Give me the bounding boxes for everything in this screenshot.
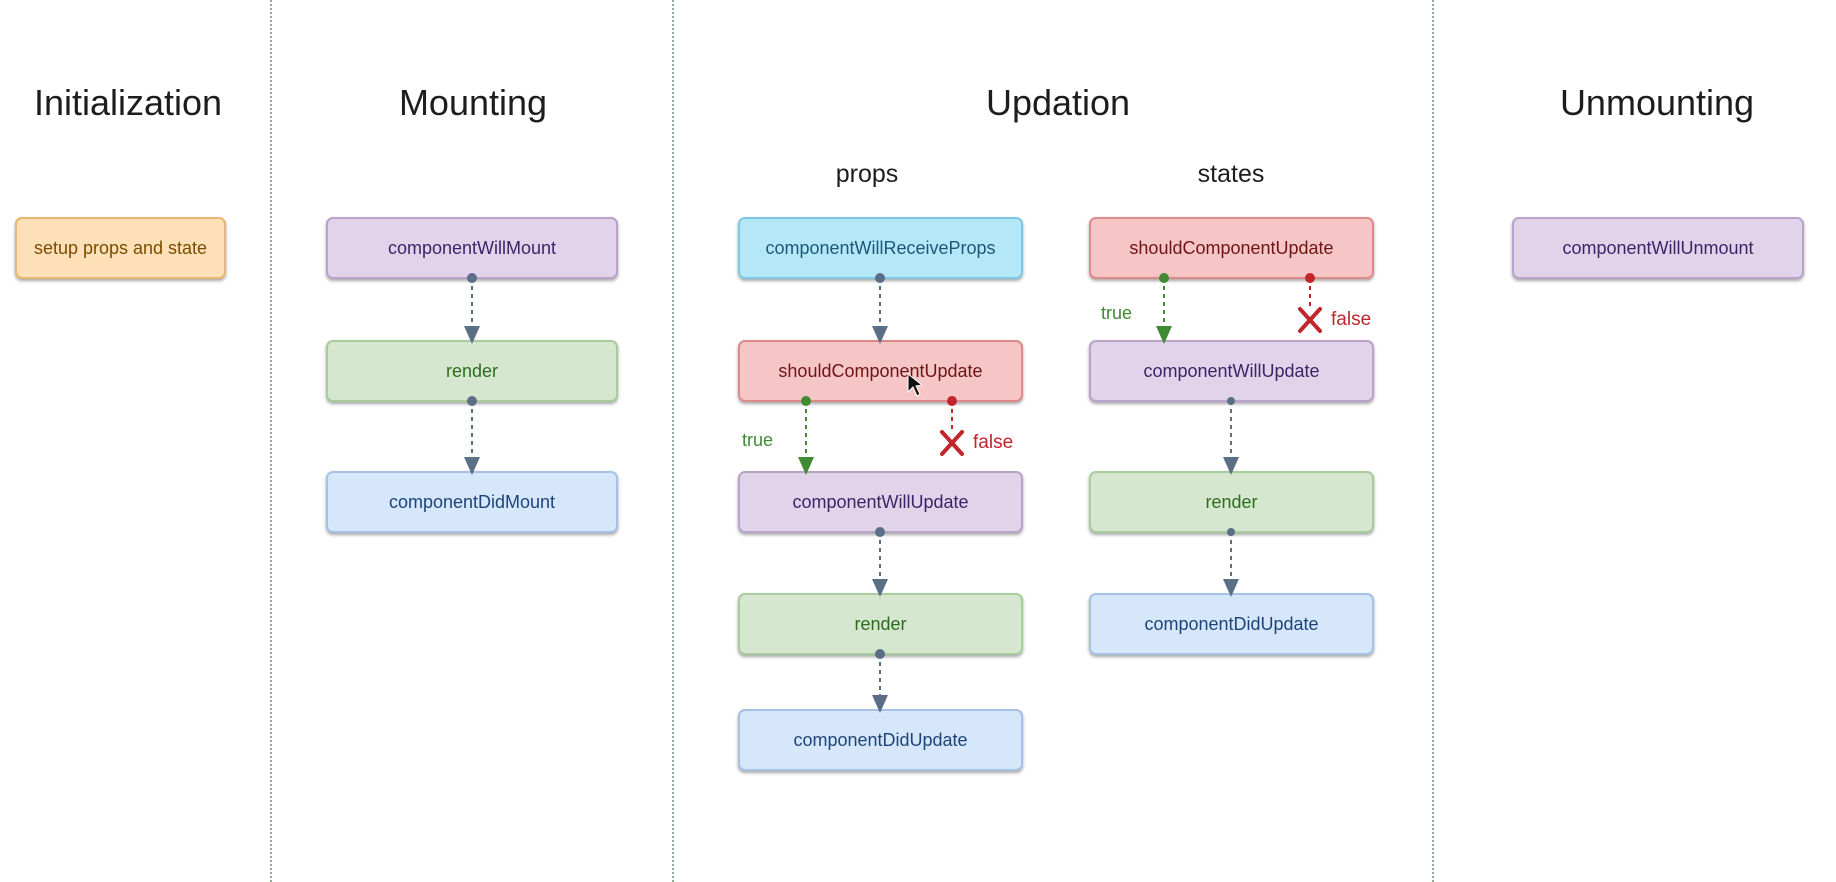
props-true-label: true xyxy=(742,430,774,450)
states-should-update-label: shouldComponentUpdate xyxy=(1129,237,1334,258)
heading-mounting: Mounting xyxy=(398,82,548,123)
cursor-icon xyxy=(907,372,924,397)
states-did-update-box: componentDidUpdate xyxy=(1089,593,1374,655)
props-will-update-box: componentWillUpdate xyxy=(738,471,1023,533)
props-will-receive-props-label: componentWillReceiveProps xyxy=(765,237,996,258)
states-will-update-box: componentWillUpdate xyxy=(1089,340,1374,402)
heading-initialization: Initialization xyxy=(33,82,223,123)
states-should-update-box: shouldComponentUpdate xyxy=(1089,217,1374,279)
props-did-update-label: componentDidUpdate xyxy=(793,729,968,750)
states-false-label: false xyxy=(1331,309,1372,330)
states-will-update-label: componentWillUpdate xyxy=(1143,360,1320,381)
props-render-label: render xyxy=(854,613,907,634)
unmount-will-unmount-label: componentWillUnmount xyxy=(1562,237,1754,258)
props-false-label: false xyxy=(973,432,1014,453)
states-render-label: render xyxy=(1205,491,1258,512)
states-did-update-label: componentDidUpdate xyxy=(1144,613,1319,634)
subheading-states: states xyxy=(1197,160,1265,188)
divider-2 xyxy=(672,0,674,882)
mount-did-mount-label: componentDidMount xyxy=(388,491,556,512)
mount-will-mount-label: componentWillMount xyxy=(387,237,557,258)
heading-updation: Updation xyxy=(985,82,1131,123)
setup-props-state-label: setup props and state xyxy=(33,237,208,258)
states-true-label: true xyxy=(1101,303,1133,323)
mount-did-mount-box: componentDidMount xyxy=(326,471,618,533)
props-false-x-icon xyxy=(940,430,964,456)
mount-render-label: render xyxy=(445,360,499,381)
divider-3 xyxy=(1432,0,1434,882)
states-false-x-icon xyxy=(1298,307,1322,333)
heading-unmounting: Unmounting xyxy=(1559,82,1755,123)
setup-props-state-box: setup props and state xyxy=(15,217,226,279)
props-will-update-label: componentWillUpdate xyxy=(792,491,969,512)
divider-1 xyxy=(270,0,272,882)
props-should-update-label: shouldComponentUpdate xyxy=(778,360,983,381)
subheading-props: props xyxy=(835,160,899,188)
unmount-will-unmount-box: componentWillUnmount xyxy=(1512,217,1804,279)
